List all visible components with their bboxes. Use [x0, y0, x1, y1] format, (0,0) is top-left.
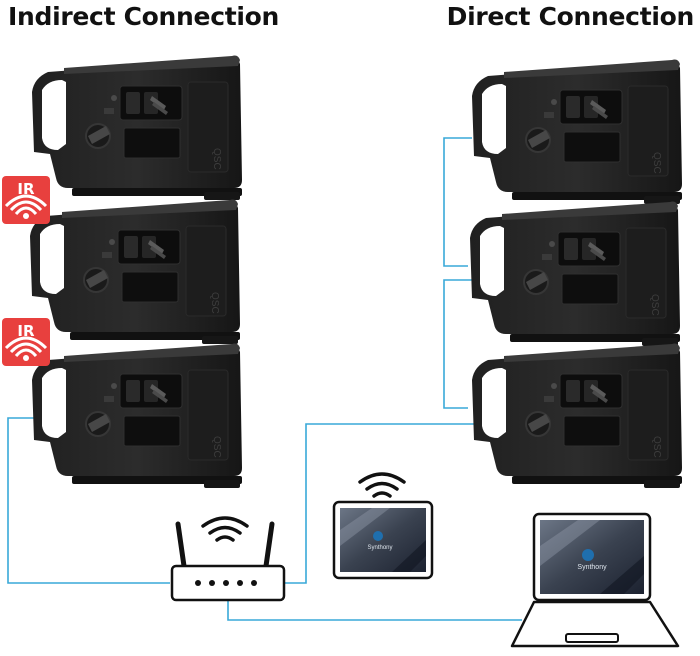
ir-signal-icon: IR: [0, 174, 52, 226]
indirect-connection-heading: Indirect Connection: [8, 2, 280, 31]
speaker-cabinet-top-right: [471, 58, 683, 205]
speaker-cabinet-middle-left: [29, 198, 241, 345]
tablet-screen-brand: Synthony: [367, 545, 392, 551]
wifi-icon: [201, 516, 249, 542]
ir-signal-icon: IR: [0, 316, 52, 368]
speaker-cabinet-top-left: [31, 54, 243, 201]
tablet: Synthony: [332, 472, 434, 580]
wireless-router: [170, 516, 286, 602]
ir-badge-label: IR: [17, 322, 35, 340]
wifi-icon: [358, 472, 406, 498]
speaker-cabinet-bottom-right: [471, 342, 683, 489]
direct-connection-heading: Direct Connection: [446, 2, 695, 31]
speaker-cabinet-bottom-left: [31, 342, 243, 489]
speaker-cabinet-middle-right: [469, 200, 681, 347]
laptop: Synthony: [510, 512, 680, 648]
laptop-screen-brand: Synthony: [577, 564, 607, 571]
ir-badge-label: IR: [17, 180, 35, 198]
